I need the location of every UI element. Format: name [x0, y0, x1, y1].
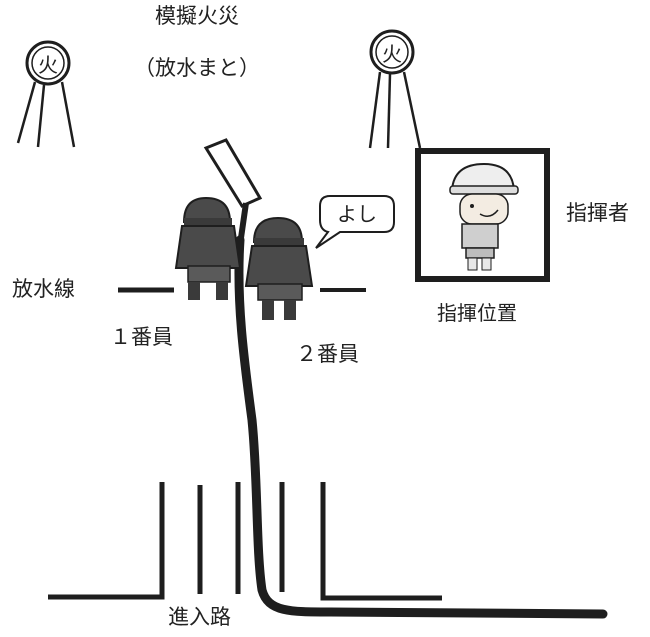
title-line-1: 模擬火災 — [155, 4, 239, 28]
target-left: 火 — [16, 40, 76, 148]
member1-label: １番員 — [110, 325, 173, 349]
firefighter-2 — [244, 216, 314, 320]
member2-label: ２番員 — [296, 342, 359, 366]
entry-path-label: 進入路 — [168, 605, 231, 629]
speech-bubble-text: よし — [337, 202, 377, 226]
title-line-2: （放水まと） — [134, 56, 260, 80]
entry-path — [48, 482, 442, 601]
fire-hose — [234, 235, 608, 619]
speech-bubble: よし — [315, 195, 395, 249]
target-right-mark: 火 — [382, 42, 402, 66]
commander-label: 指揮者 — [566, 201, 629, 225]
discharge-line-label: 放水線 — [12, 277, 75, 301]
commander-figure — [449, 162, 519, 271]
target-right: 火 — [368, 29, 422, 149]
command-position-label: 指揮位置 — [437, 301, 517, 325]
firefighter-1 — [174, 196, 242, 300]
target-left-mark: 火 — [38, 53, 58, 77]
